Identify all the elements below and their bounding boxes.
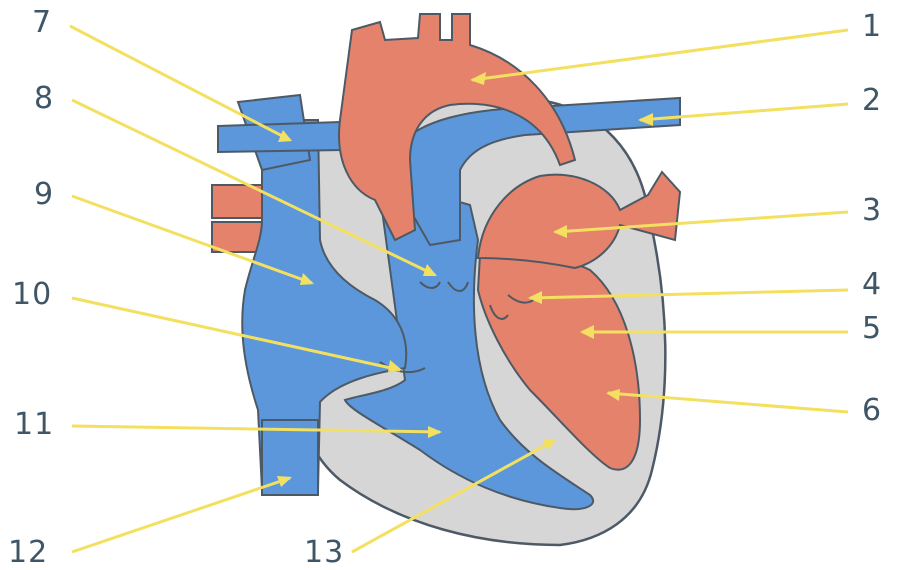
left-pulmonary-veins: [212, 185, 262, 252]
label-11: 11: [14, 410, 54, 440]
pulmonary-vein-lower-left: [212, 222, 262, 252]
leader-line-7: [70, 26, 290, 140]
label-3: 3: [862, 196, 882, 226]
label-7: 7: [32, 8, 52, 38]
pulmonary-artery-left-branch: [218, 122, 342, 152]
label-1: 1: [862, 12, 882, 42]
label-2: 2: [862, 86, 882, 116]
label-5: 5: [862, 314, 882, 344]
label-9: 9: [34, 180, 54, 210]
pulmonary-vein-upper-left: [212, 185, 262, 218]
leader-line-12: [72, 478, 290, 552]
leader-line-1: [472, 30, 848, 80]
label-6: 6: [862, 396, 882, 426]
label-4: 4: [862, 270, 882, 300]
label-10: 10: [12, 280, 52, 310]
label-12: 12: [8, 538, 48, 568]
label-8: 8: [34, 84, 54, 114]
label-13: 13: [304, 538, 344, 568]
